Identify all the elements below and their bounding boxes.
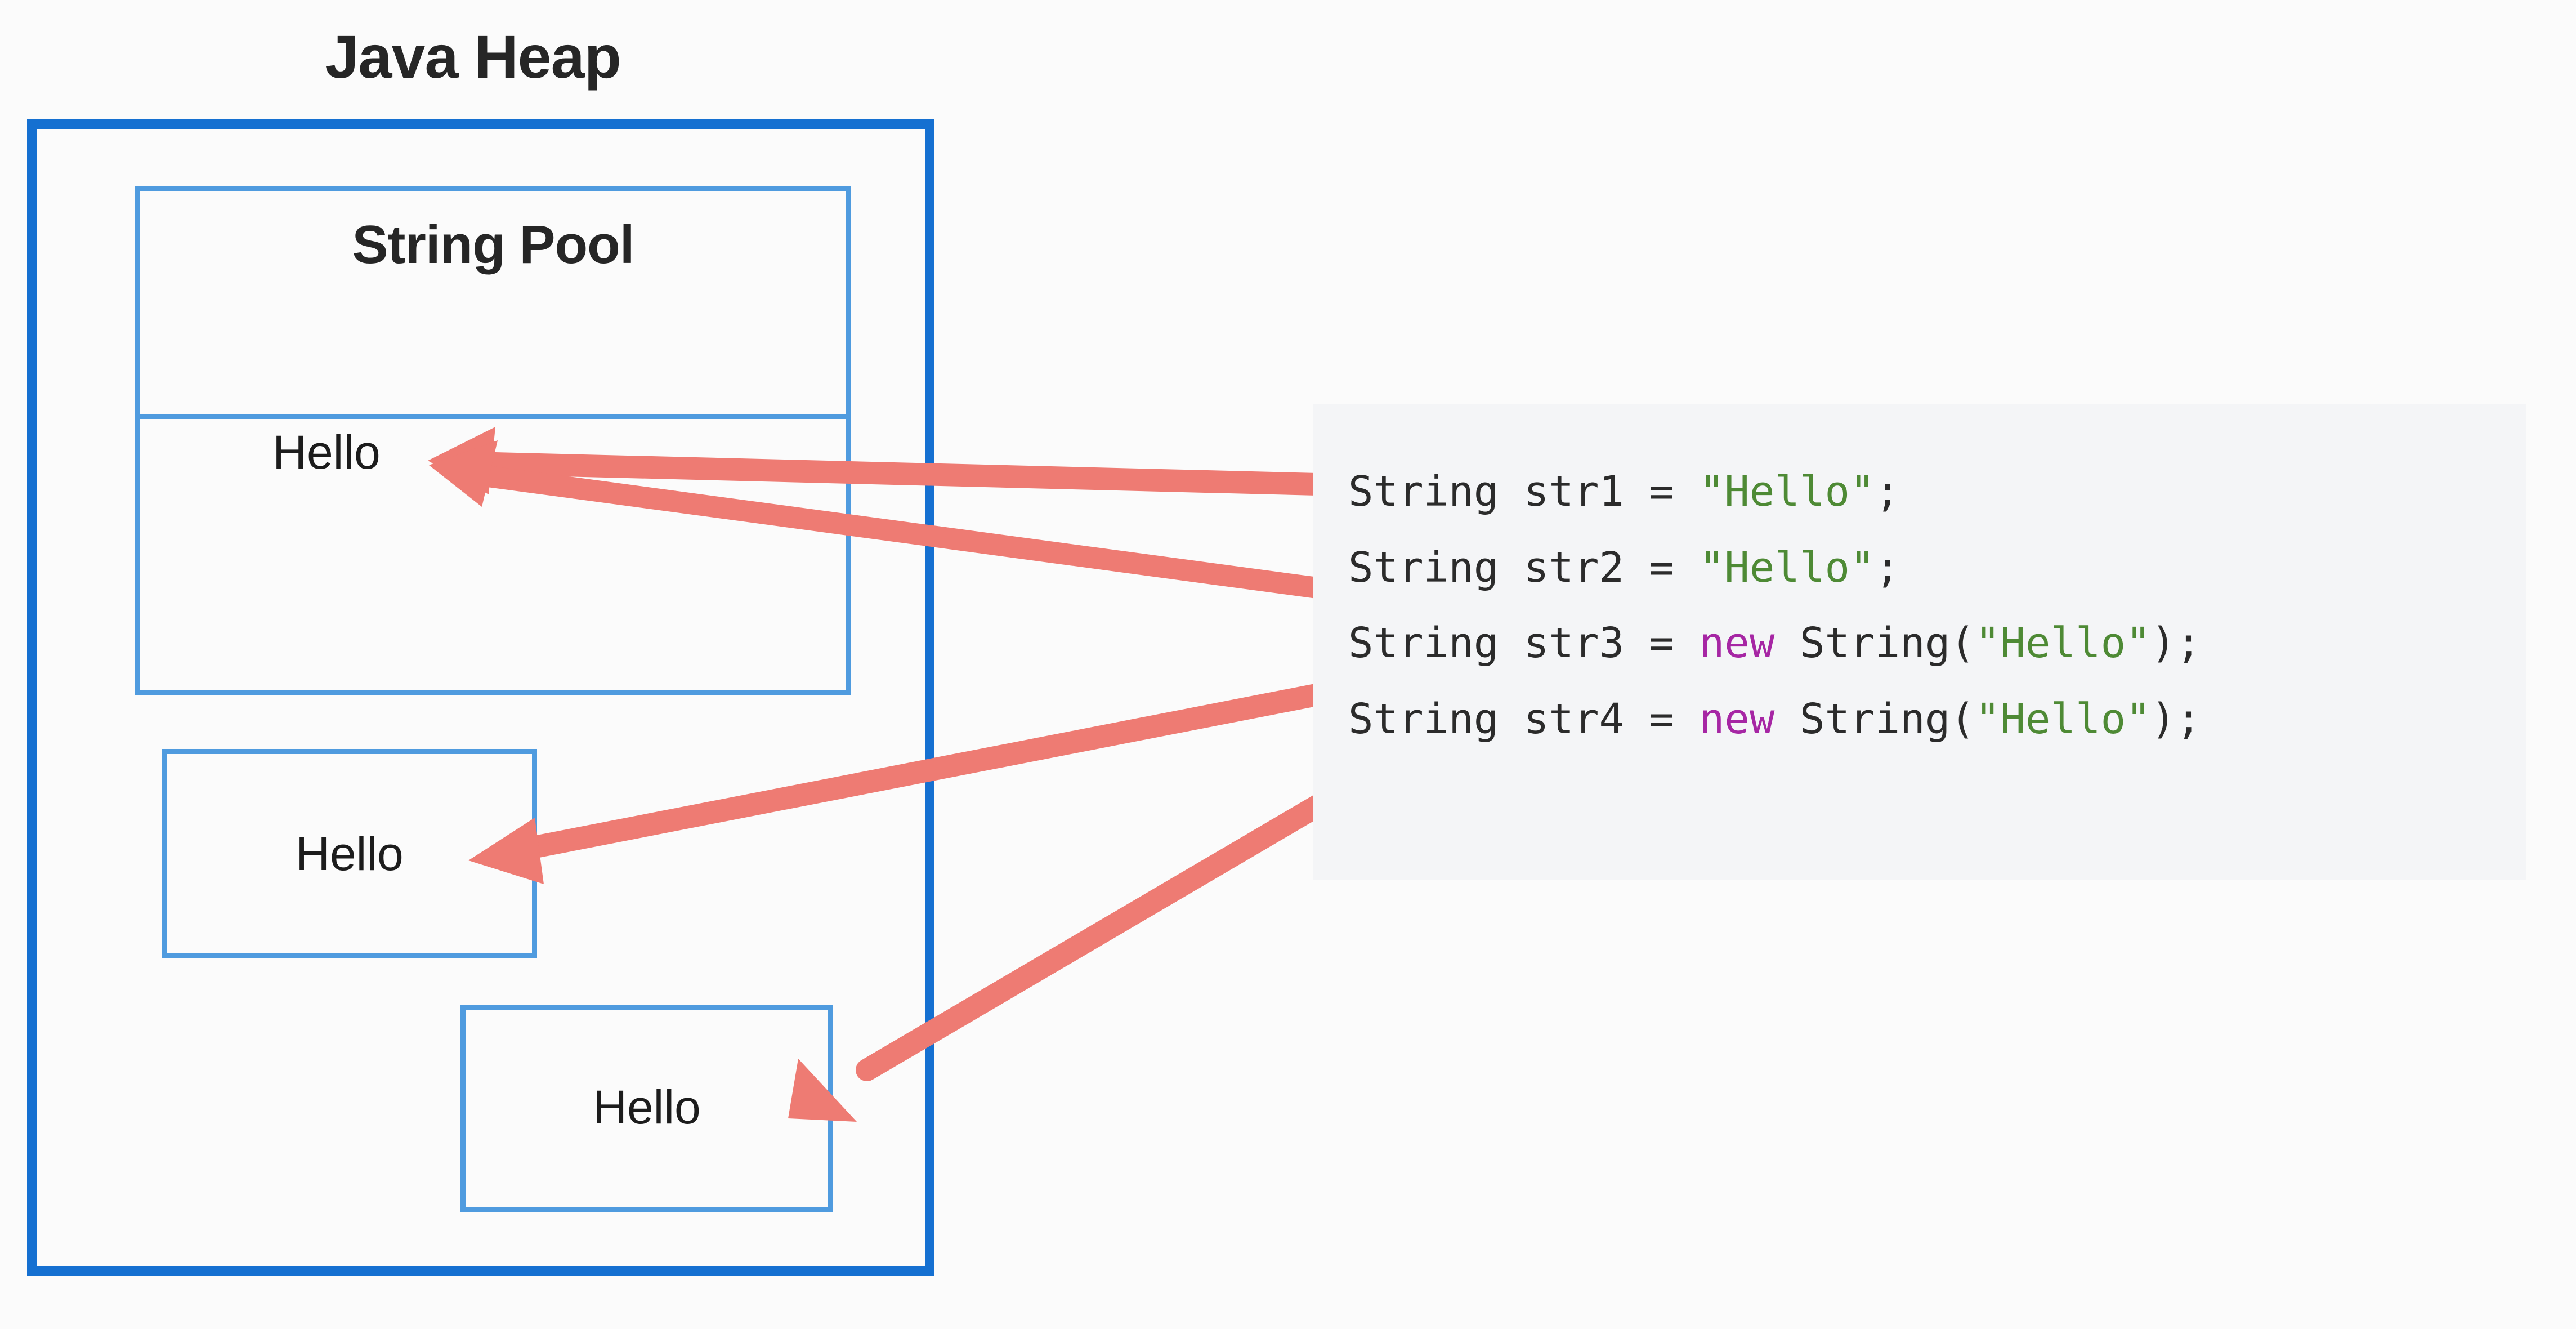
string-pool-divider [135,414,851,419]
code-token-plain: String str4 = [1348,695,1700,744]
code-token-string: "Hello" [1699,467,1875,516]
code-token-plain: ); [2150,619,2201,668]
heap-object-label: Hello [296,827,404,880]
code-token-plain: String( [1774,695,1975,744]
code-line-str3: String str3 = new String("Hello"); [1348,605,2526,681]
code-line-str4: String str4 = new String("Hello"); [1348,681,2526,757]
code-token-keyword: new [1699,695,1775,744]
java-heap-title: Java Heap [325,23,621,91]
code-token-plain: ; [1875,467,1900,516]
code-token-plain: String( [1774,619,1975,668]
code-token-string: "Hello" [1975,619,2151,668]
heap-object-label: Hello [593,1081,701,1134]
code-token-keyword: new [1699,619,1775,668]
string-pool-entry-hello: Hello [272,426,381,479]
code-token-string: "Hello" [1699,543,1875,592]
code-token-plain: String str3 = [1348,619,1700,668]
string-pool-box [135,186,851,695]
code-line-str1: String str1 = "Hello"; [1348,454,2526,530]
code-token-plain: String str2 = [1348,543,1700,592]
string-pool-title: String Pool [352,215,635,275]
code-line-str2: String str2 = "Hello"; [1348,530,2526,606]
code-token-plain: ; [1875,543,1900,592]
code-block: String str1 = "Hello"; String str2 = "He… [1313,404,2526,880]
code-token-string: "Hello" [1975,695,2151,744]
code-token-plain: String str1 = [1348,467,1700,516]
code-token-plain: ); [2150,695,2201,744]
